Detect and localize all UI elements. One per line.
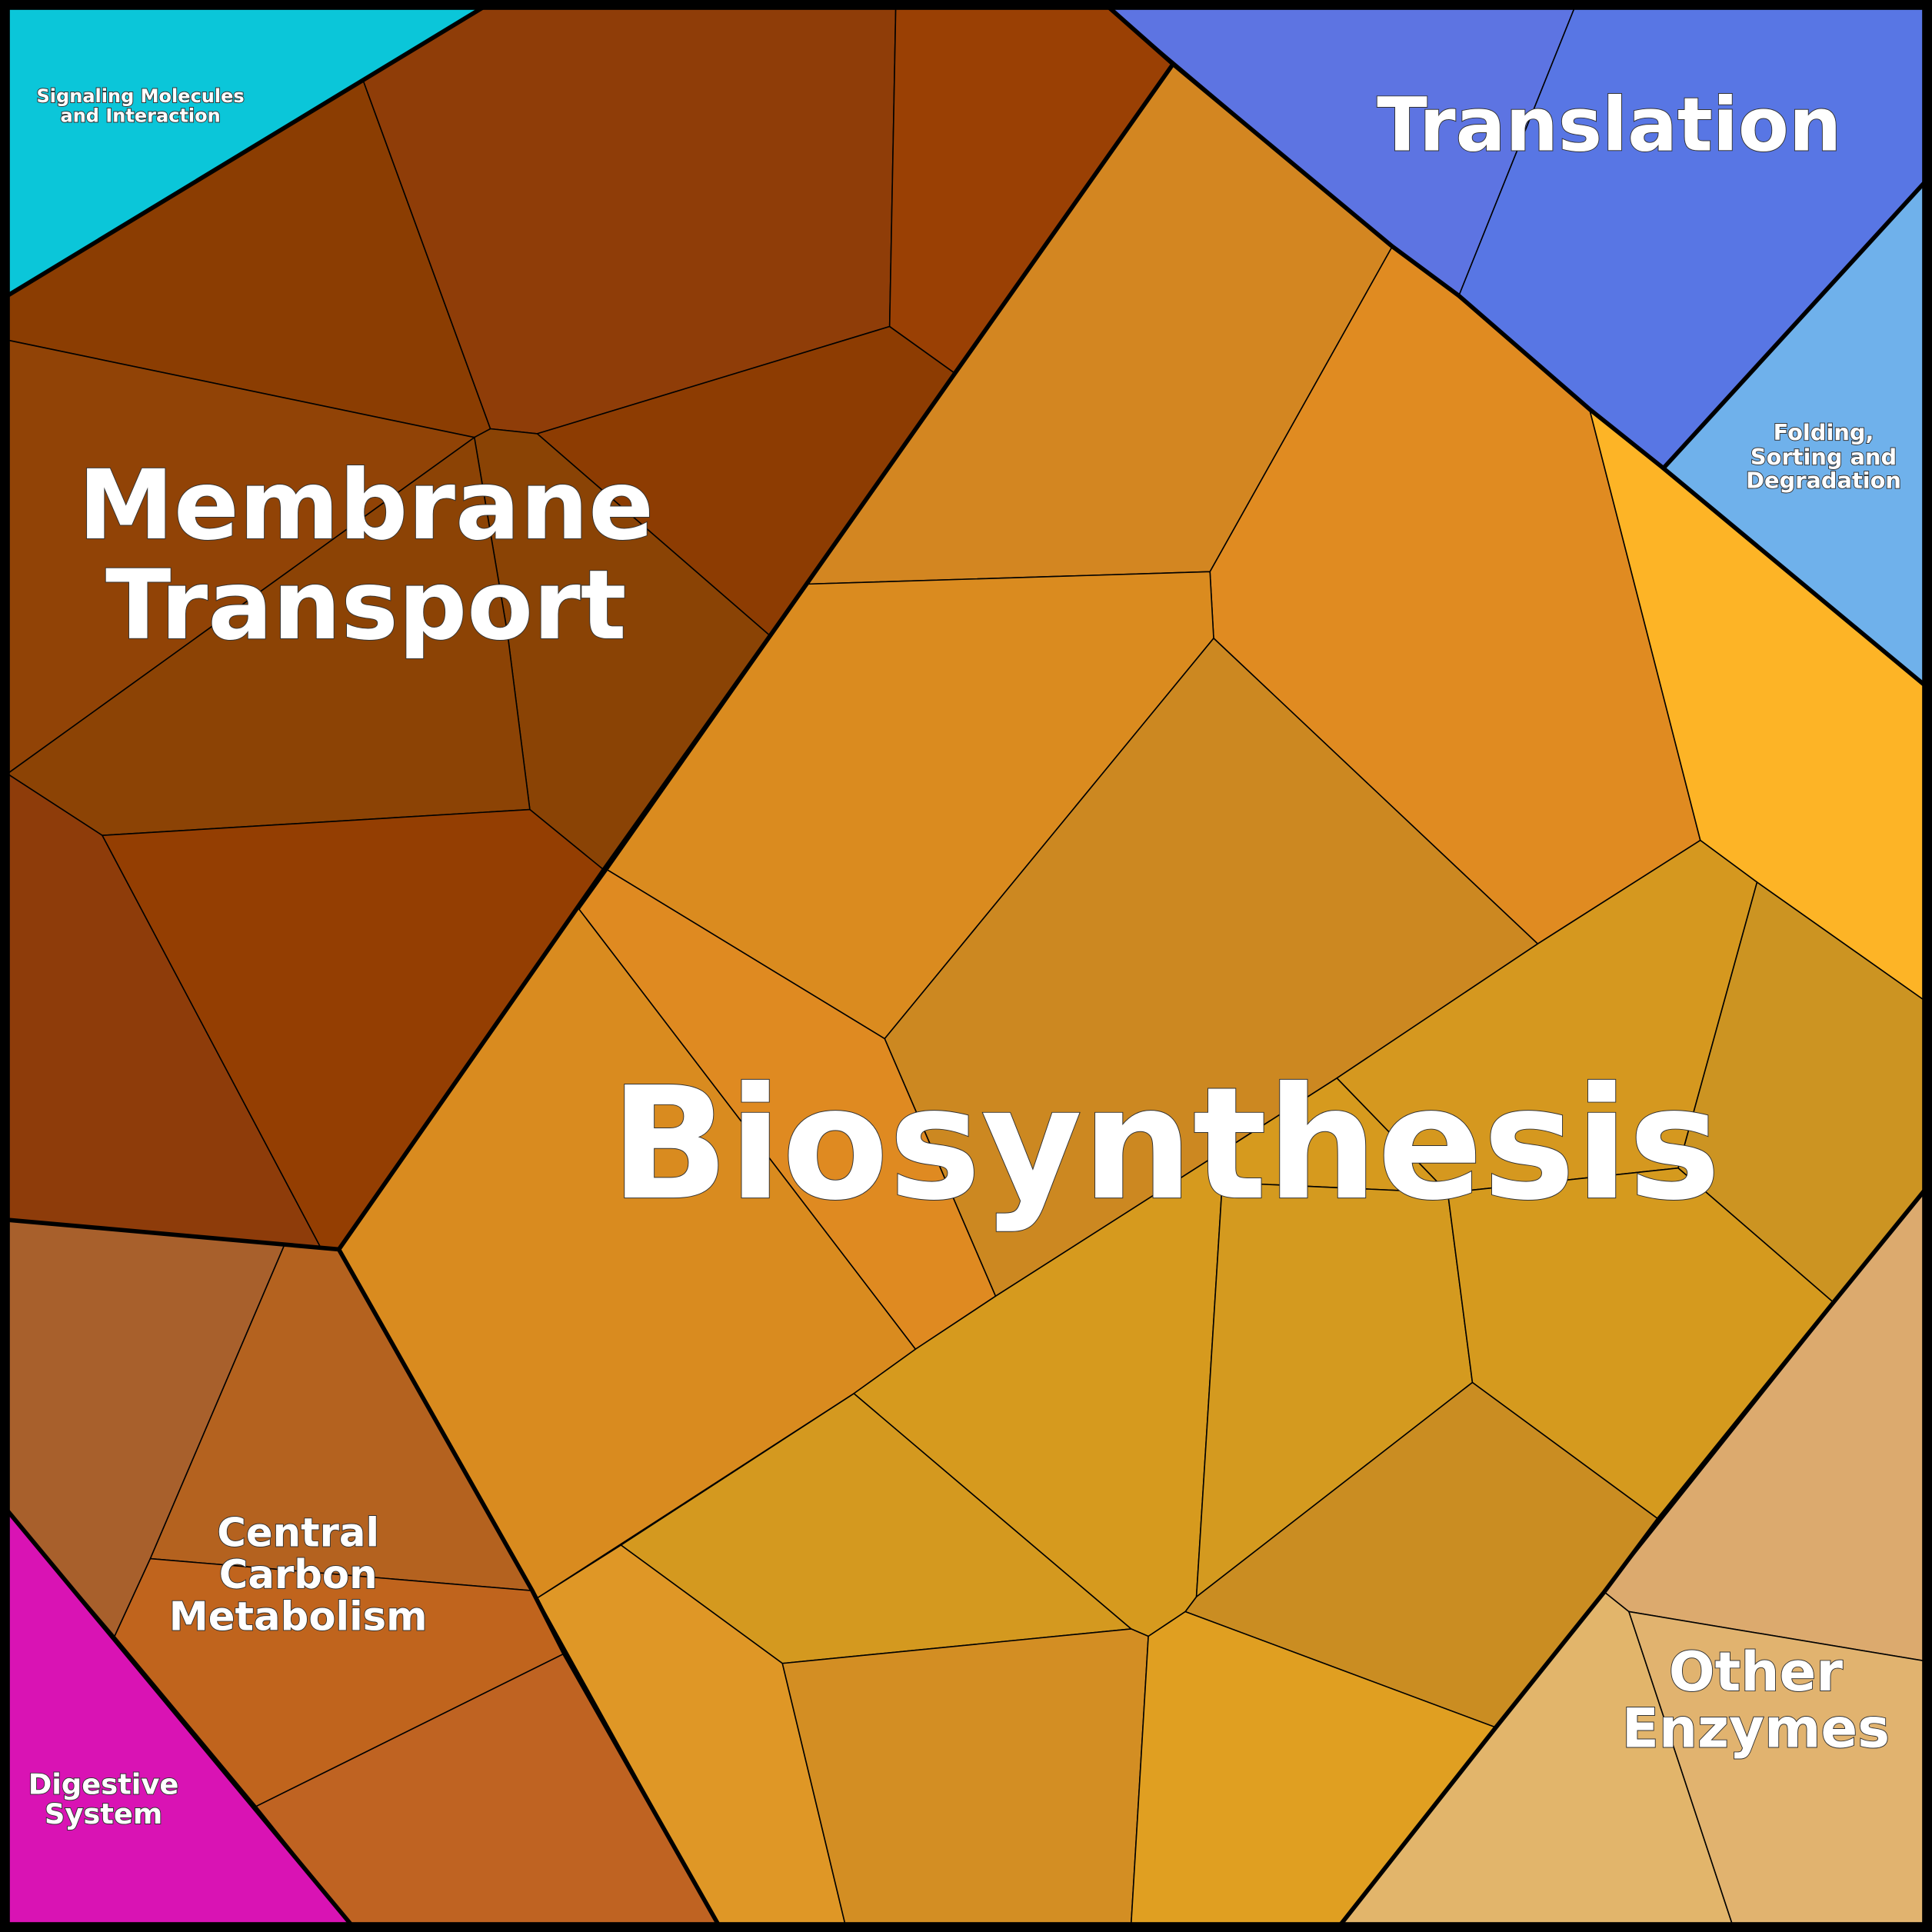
label-system: System [45, 1797, 162, 1830]
label-folding-3: Degradation [1746, 467, 1901, 493]
label-carbon: Carbon [219, 1552, 378, 1598]
label-signaling: Signaling Molecules [37, 85, 245, 107]
group-boundaries [5, 5, 1927, 1927]
label-digestive: Digestive [28, 1768, 179, 1801]
label-folding-2: Sorting and [1750, 444, 1897, 470]
group-biosynthesis[interactable] [338, 63, 1926, 1926]
label-folding: Folding, [1774, 419, 1874, 445]
label-central: Central [217, 1511, 379, 1557]
label-biosynthesis: Biosynthesis [611, 1054, 1721, 1234]
label-metabolism: Metabolism [169, 1594, 428, 1641]
label-signaling-2: and Interaction [61, 105, 221, 127]
group-membrane-transport[interactable] [6, 6, 1174, 1251]
label-other: Other [1669, 1641, 1844, 1704]
label-transport: Transport [105, 550, 626, 661]
label-membrane: Membrane [78, 450, 654, 561]
group-other-enzymes[interactable] [1339, 1188, 1926, 1926]
label-translation: Translation [1377, 82, 1841, 168]
label-enzymes: Enzymes [1622, 1697, 1890, 1760]
